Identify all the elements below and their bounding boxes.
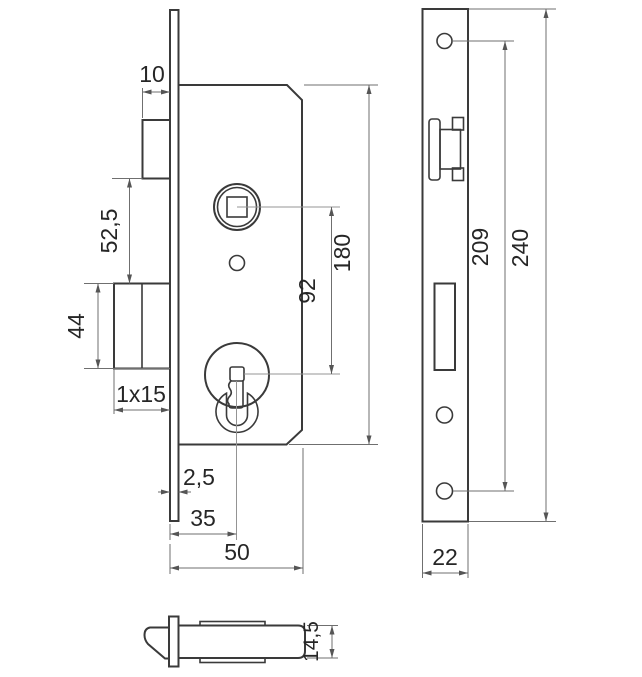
latch-body	[439, 128, 462, 170]
dim-bolt-height: 44	[63, 283, 170, 369]
dim-label-faceplate-width: 22	[432, 544, 458, 570]
latch-tab-bottom	[451, 167, 465, 182]
bottom-view: 14,5	[143, 615, 338, 668]
dim-label-bolt-height: 44	[63, 313, 89, 339]
latch-face	[428, 118, 441, 181]
dim-latch-to-bolt: 52,5	[96, 178, 143, 284]
dim-label-latch-protrusion: 10	[139, 61, 165, 87]
latch-bolt-side	[428, 116, 465, 182]
side-view: 209 240 22	[421, 8, 556, 578]
faceplate-section	[168, 615, 180, 668]
dim-label-spindle-to-cylinder: 92	[294, 278, 320, 304]
latch-guide-bottom	[199, 657, 266, 664]
faceplate-face	[421, 8, 469, 523]
dim-faceplate-thickness: 2,5	[158, 464, 215, 495]
dim-spindle-to-cylinder: 92	[294, 207, 334, 374]
latch-guide-top	[199, 620, 266, 627]
latch-shaft	[177, 624, 306, 659]
dim-case-depth: 50	[169, 448, 304, 574]
dim-label-backset: 35	[190, 505, 216, 531]
cylinder-hole-side	[435, 406, 454, 424]
faceplate-edge	[169, 9, 180, 522]
screw-hole-bottom	[435, 482, 454, 500]
dim-label-faceplate-thickness: 2,5	[183, 464, 215, 490]
dim-case-height: 180	[289, 84, 378, 445]
dim-label-case-height: 180	[329, 234, 355, 272]
latch-bolt-front	[141, 119, 171, 180]
dim-screw-spacing: 209	[453, 40, 514, 492]
cylinder-pin-hole	[229, 366, 245, 382]
key-profile	[226, 380, 244, 409]
screw-hole-top	[436, 32, 453, 50]
dim-label-latch-thickness: 14,5	[300, 621, 323, 662]
dim-faceplate-height: 240	[469, 8, 556, 522]
front-view: 10 52,5 44 1x15 2,5	[63, 9, 378, 574]
dim-label-case-depth: 50	[224, 539, 250, 565]
deadbolt-slot	[433, 282, 456, 371]
dim-latch-protrusion: 10	[139, 61, 170, 118]
dim-label-faceplate-height: 240	[507, 229, 533, 267]
dim-backset: 35	[169, 505, 237, 540]
dim-latch-thickness: 14,5	[300, 621, 338, 662]
dim-label-screw-spacing: 209	[467, 228, 493, 266]
dim-faceplate-width: 22	[422, 524, 469, 578]
dim-label-latch-to-bolt: 52,5	[96, 209, 122, 254]
fixing-hole	[228, 254, 246, 272]
euro-cylinder-profile	[215, 391, 259, 434]
dim-bolt-throw: 1x15	[113, 368, 170, 414]
latch-head-top-view	[143, 626, 170, 660]
dim-label-bolt-throw: 1x15	[116, 381, 166, 407]
latch-tab-top	[451, 116, 465, 131]
lock-case	[177, 84, 303, 446]
